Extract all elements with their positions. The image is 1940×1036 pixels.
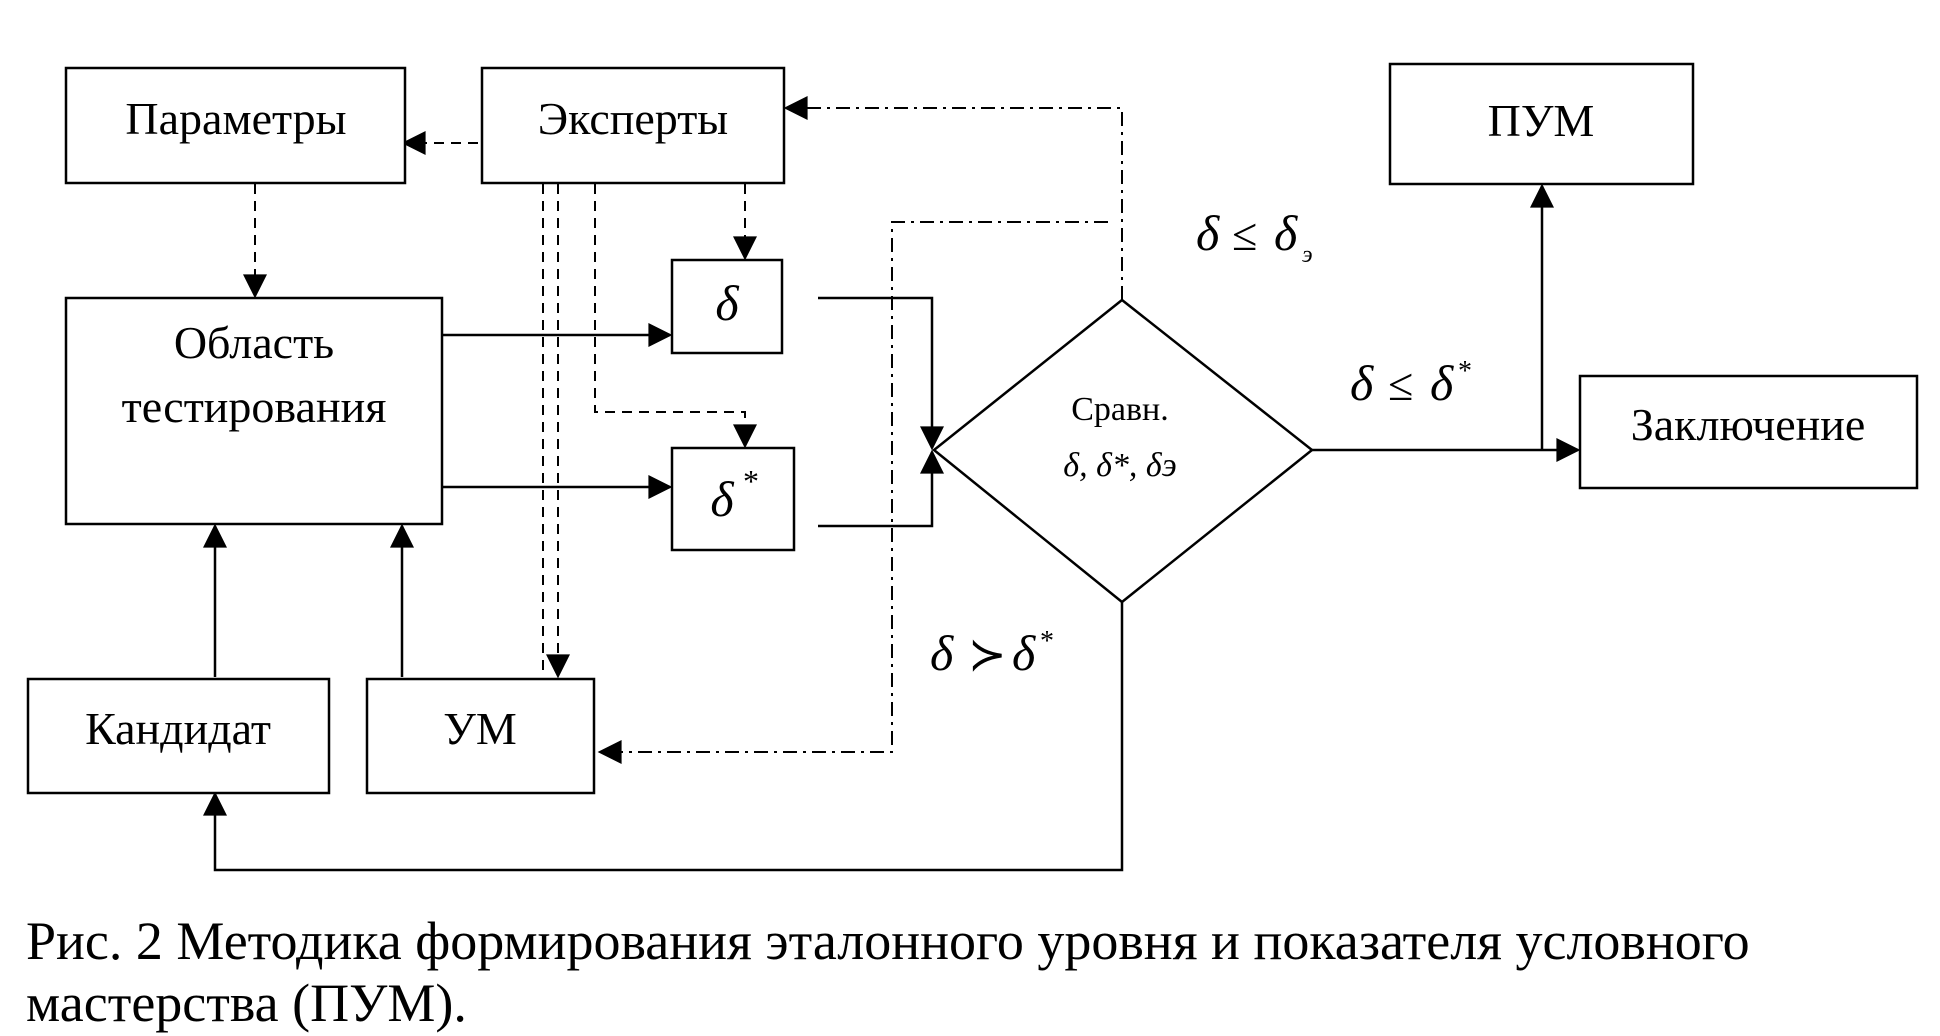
condition-le-expert-lhs: δ — [1196, 205, 1220, 261]
condition-le-expert-sub: э — [1302, 242, 1313, 268]
condition-le-star-rhs: δ — [1430, 355, 1454, 411]
node-experts: Эксперты — [480, 66, 786, 185]
node-pum: ПУМ — [1388, 62, 1695, 186]
node-um-label: УМ — [443, 703, 516, 754]
edge-experts-to-delta-star — [594, 184, 757, 449]
node-pum-label: ПУМ — [1488, 95, 1595, 146]
condition-le-star: δ ≤ δ * — [1350, 355, 1472, 411]
figure-caption: Рис. 2 Методика формирования эталонного … — [26, 911, 1750, 1033]
node-testing-area-line2: тестирования — [122, 381, 387, 432]
flow-diagram: Параметры Эксперты Область тестирования … — [26, 62, 1919, 872]
condition-le-star-lhs: δ — [1350, 355, 1374, 411]
node-compare: Сравн. δ, δ*, δэ — [932, 298, 1315, 604]
node-candidate: Кандидат — [26, 677, 331, 795]
node-delta-star-sup: * — [743, 463, 759, 499]
edge-delta-star-to-compare — [818, 449, 944, 528]
condition-le-star-op: ≤ — [1388, 359, 1413, 410]
node-testing-area: Область тестирования — [64, 296, 444, 526]
node-candidate-label: Кандидат — [85, 703, 271, 754]
condition-le-star-sup: * — [1458, 356, 1472, 387]
condition-le-expert-op: ≤ — [1232, 209, 1257, 260]
edge-compare-to-candidate — [203, 602, 1124, 872]
edge-compare-to-um — [597, 221, 1108, 764]
node-delta-label: δ — [715, 275, 739, 331]
node-experts-label: Эксперты — [538, 93, 728, 144]
node-parameters: Параметры — [64, 66, 407, 185]
condition-succ-star-lhs: δ — [930, 625, 954, 681]
node-compare-vars: δ, δ*, δэ — [1063, 447, 1176, 484]
condition-succ-star-sup: * — [1040, 626, 1054, 657]
node-delta-star: δ * — [670, 446, 796, 552]
condition-succ-star-rhs: δ — [1012, 625, 1036, 681]
node-compare-title: Сравн. — [1071, 391, 1169, 428]
node-delta-star-label: δ — [710, 471, 734, 527]
condition-succ-star-op: ≻ — [968, 629, 1007, 680]
node-conclusion: Заключение — [1578, 374, 1919, 490]
node-conclusion-label: Заключение — [1631, 399, 1866, 450]
edge-delta-to-compare — [818, 296, 944, 451]
condition-succ-star: δ ≻ δ * — [930, 625, 1054, 681]
condition-le-expert: δ ≤ δ э — [1196, 205, 1313, 268]
node-testing-area-line1: Область — [174, 317, 334, 368]
node-delta: δ — [670, 258, 784, 355]
condition-le-expert-rhs: δ — [1274, 205, 1298, 261]
edge-compare-to-experts — [783, 96, 1123, 300]
node-parameters-label: Параметры — [125, 93, 346, 144]
node-um: УМ — [365, 677, 596, 795]
